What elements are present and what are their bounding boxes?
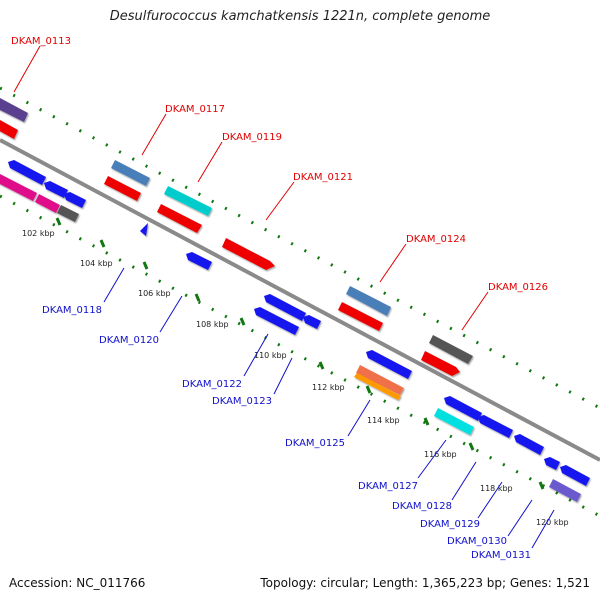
map-title: Desulfurococcus kamchatkensis 1221n, com… bbox=[109, 9, 491, 24]
topology-text: Topology: circular; Length: 1,365,223 bp… bbox=[260, 576, 590, 590]
gene-forward[interactable] bbox=[338, 302, 383, 331]
gene-reverse[interactable] bbox=[478, 415, 513, 438]
tick-label-112: 112 kbp bbox=[312, 383, 345, 392]
gene-reverse[interactable] bbox=[64, 192, 86, 208]
gene-reverse[interactable] bbox=[0, 174, 37, 201]
gene-label-dkam-0131[interactable]: DKAM_0131 bbox=[471, 550, 531, 561]
gene-reverse[interactable] bbox=[57, 205, 79, 222]
tick-116 bbox=[423, 417, 430, 426]
gene-reverse[interactable] bbox=[560, 465, 590, 486]
gene-label-dkam-0120[interactable]: DKAM_0120 bbox=[99, 335, 159, 346]
gene-label-dkam-0118[interactable]: DKAM_0118 bbox=[42, 305, 102, 316]
tick-label-118: 118 kbp bbox=[480, 484, 513, 493]
gene-label-dkam-0124[interactable]: DKAM_0124 bbox=[406, 234, 466, 245]
gene-reverse[interactable] bbox=[544, 457, 560, 470]
tick-marks bbox=[55, 217, 545, 490]
gene-label-dkam-0117[interactable]: DKAM_0117 bbox=[165, 104, 225, 115]
gene-forward[interactable] bbox=[0, 98, 28, 122]
callout-line bbox=[379, 243, 407, 283]
tick-104 bbox=[99, 239, 106, 248]
accession-text: Accession: NC_011766 bbox=[9, 576, 146, 590]
tick-108 bbox=[194, 293, 201, 302]
tick-label-108: 108 kbp bbox=[196, 320, 229, 329]
tick-label-114: 114 kbp bbox=[367, 416, 400, 425]
tick-label-104: 104 kbp bbox=[80, 259, 113, 268]
tick-120 bbox=[538, 481, 545, 490]
callout-line bbox=[141, 113, 167, 156]
gene-reverse[interactable] bbox=[434, 408, 474, 435]
callout-line bbox=[507, 499, 533, 537]
gene-label-dkam-0113[interactable]: DKAM_0113 bbox=[11, 36, 71, 47]
gene-label-dkam-0126[interactable]: DKAM_0126 bbox=[488, 282, 548, 293]
outer-dotted-track bbox=[0, 86, 600, 410]
gene-forward[interactable] bbox=[157, 204, 202, 233]
gene-reverse[interactable] bbox=[356, 365, 404, 395]
tick-label-120: 120 kbp bbox=[536, 518, 569, 527]
gene-forward[interactable] bbox=[222, 238, 275, 270]
gene-label-dkam-0122[interactable]: DKAM_0122 bbox=[182, 379, 242, 390]
callout-line bbox=[159, 295, 183, 333]
gene-forward[interactable] bbox=[111, 160, 150, 186]
gene-label-dkam-0123[interactable]: DKAM_0123 bbox=[212, 396, 272, 407]
callout-line bbox=[531, 509, 555, 549]
tick-label-102: 102 kbp bbox=[22, 229, 55, 238]
callout-line bbox=[461, 291, 489, 331]
gene-forward[interactable] bbox=[421, 351, 460, 376]
gene-label-dkam-0128[interactable]: DKAM_0128 bbox=[392, 501, 452, 512]
gene-reverse[interactable] bbox=[549, 479, 581, 502]
tick-label-106: 106 kbp bbox=[138, 289, 171, 298]
gene-forward[interactable] bbox=[429, 335, 473, 364]
gene-forward[interactable] bbox=[0, 120, 18, 139]
gene-reverse[interactable] bbox=[514, 434, 544, 455]
genome-backbone bbox=[0, 138, 600, 462]
callout-line bbox=[417, 439, 447, 479]
callout-line bbox=[265, 181, 295, 221]
callout-line bbox=[103, 267, 125, 303]
callout-line bbox=[197, 141, 223, 183]
tick-112 bbox=[318, 361, 325, 370]
callout-line bbox=[273, 357, 293, 395]
gene-label-dkam-0125[interactable]: DKAM_0125 bbox=[285, 438, 345, 449]
tick-102 bbox=[55, 217, 62, 226]
tick-label-116: 116 kbp bbox=[424, 450, 457, 459]
tick-106 bbox=[142, 261, 149, 270]
gene-reverse[interactable] bbox=[303, 315, 321, 329]
gene-reverse[interactable] bbox=[8, 160, 46, 185]
gene-label-dkam-0127[interactable]: DKAM_0127 bbox=[358, 481, 418, 492]
gene-reverse[interactable] bbox=[186, 252, 212, 270]
gene-forward[interactable] bbox=[164, 186, 212, 216]
gene-reverse[interactable] bbox=[35, 194, 60, 213]
callout-line bbox=[243, 333, 269, 377]
gene-label-dkam-0129[interactable]: DKAM_0129 bbox=[420, 519, 480, 530]
gene-reverse[interactable] bbox=[444, 396, 482, 421]
gene-label-dkam-0121[interactable]: DKAM_0121 bbox=[293, 172, 353, 183]
gene-reverse[interactable] bbox=[140, 223, 148, 236]
callout-line bbox=[451, 461, 477, 501]
tick-118 bbox=[468, 442, 475, 451]
callout-line bbox=[13, 45, 41, 93]
gene-label-dkam-0119[interactable]: DKAM_0119 bbox=[222, 132, 282, 143]
gene-reverse[interactable] bbox=[254, 307, 299, 335]
gene-reverse[interactable] bbox=[366, 350, 412, 379]
callout-line bbox=[477, 481, 503, 519]
tick-label-110: 110 kbp bbox=[254, 351, 287, 360]
tick-114 bbox=[365, 385, 372, 394]
callout-line bbox=[347, 399, 371, 437]
gene-forward[interactable] bbox=[104, 176, 141, 201]
gene-reverse[interactable] bbox=[264, 294, 306, 321]
inner-dotted-track bbox=[0, 194, 600, 518]
gene-label-dkam-0130[interactable]: DKAM_0130 bbox=[447, 536, 507, 547]
tick-110 bbox=[239, 317, 246, 326]
gene-reverse[interactable] bbox=[44, 181, 68, 198]
gene-reverse[interactable] bbox=[354, 373, 401, 400]
gene-forward[interactable] bbox=[346, 286, 391, 316]
